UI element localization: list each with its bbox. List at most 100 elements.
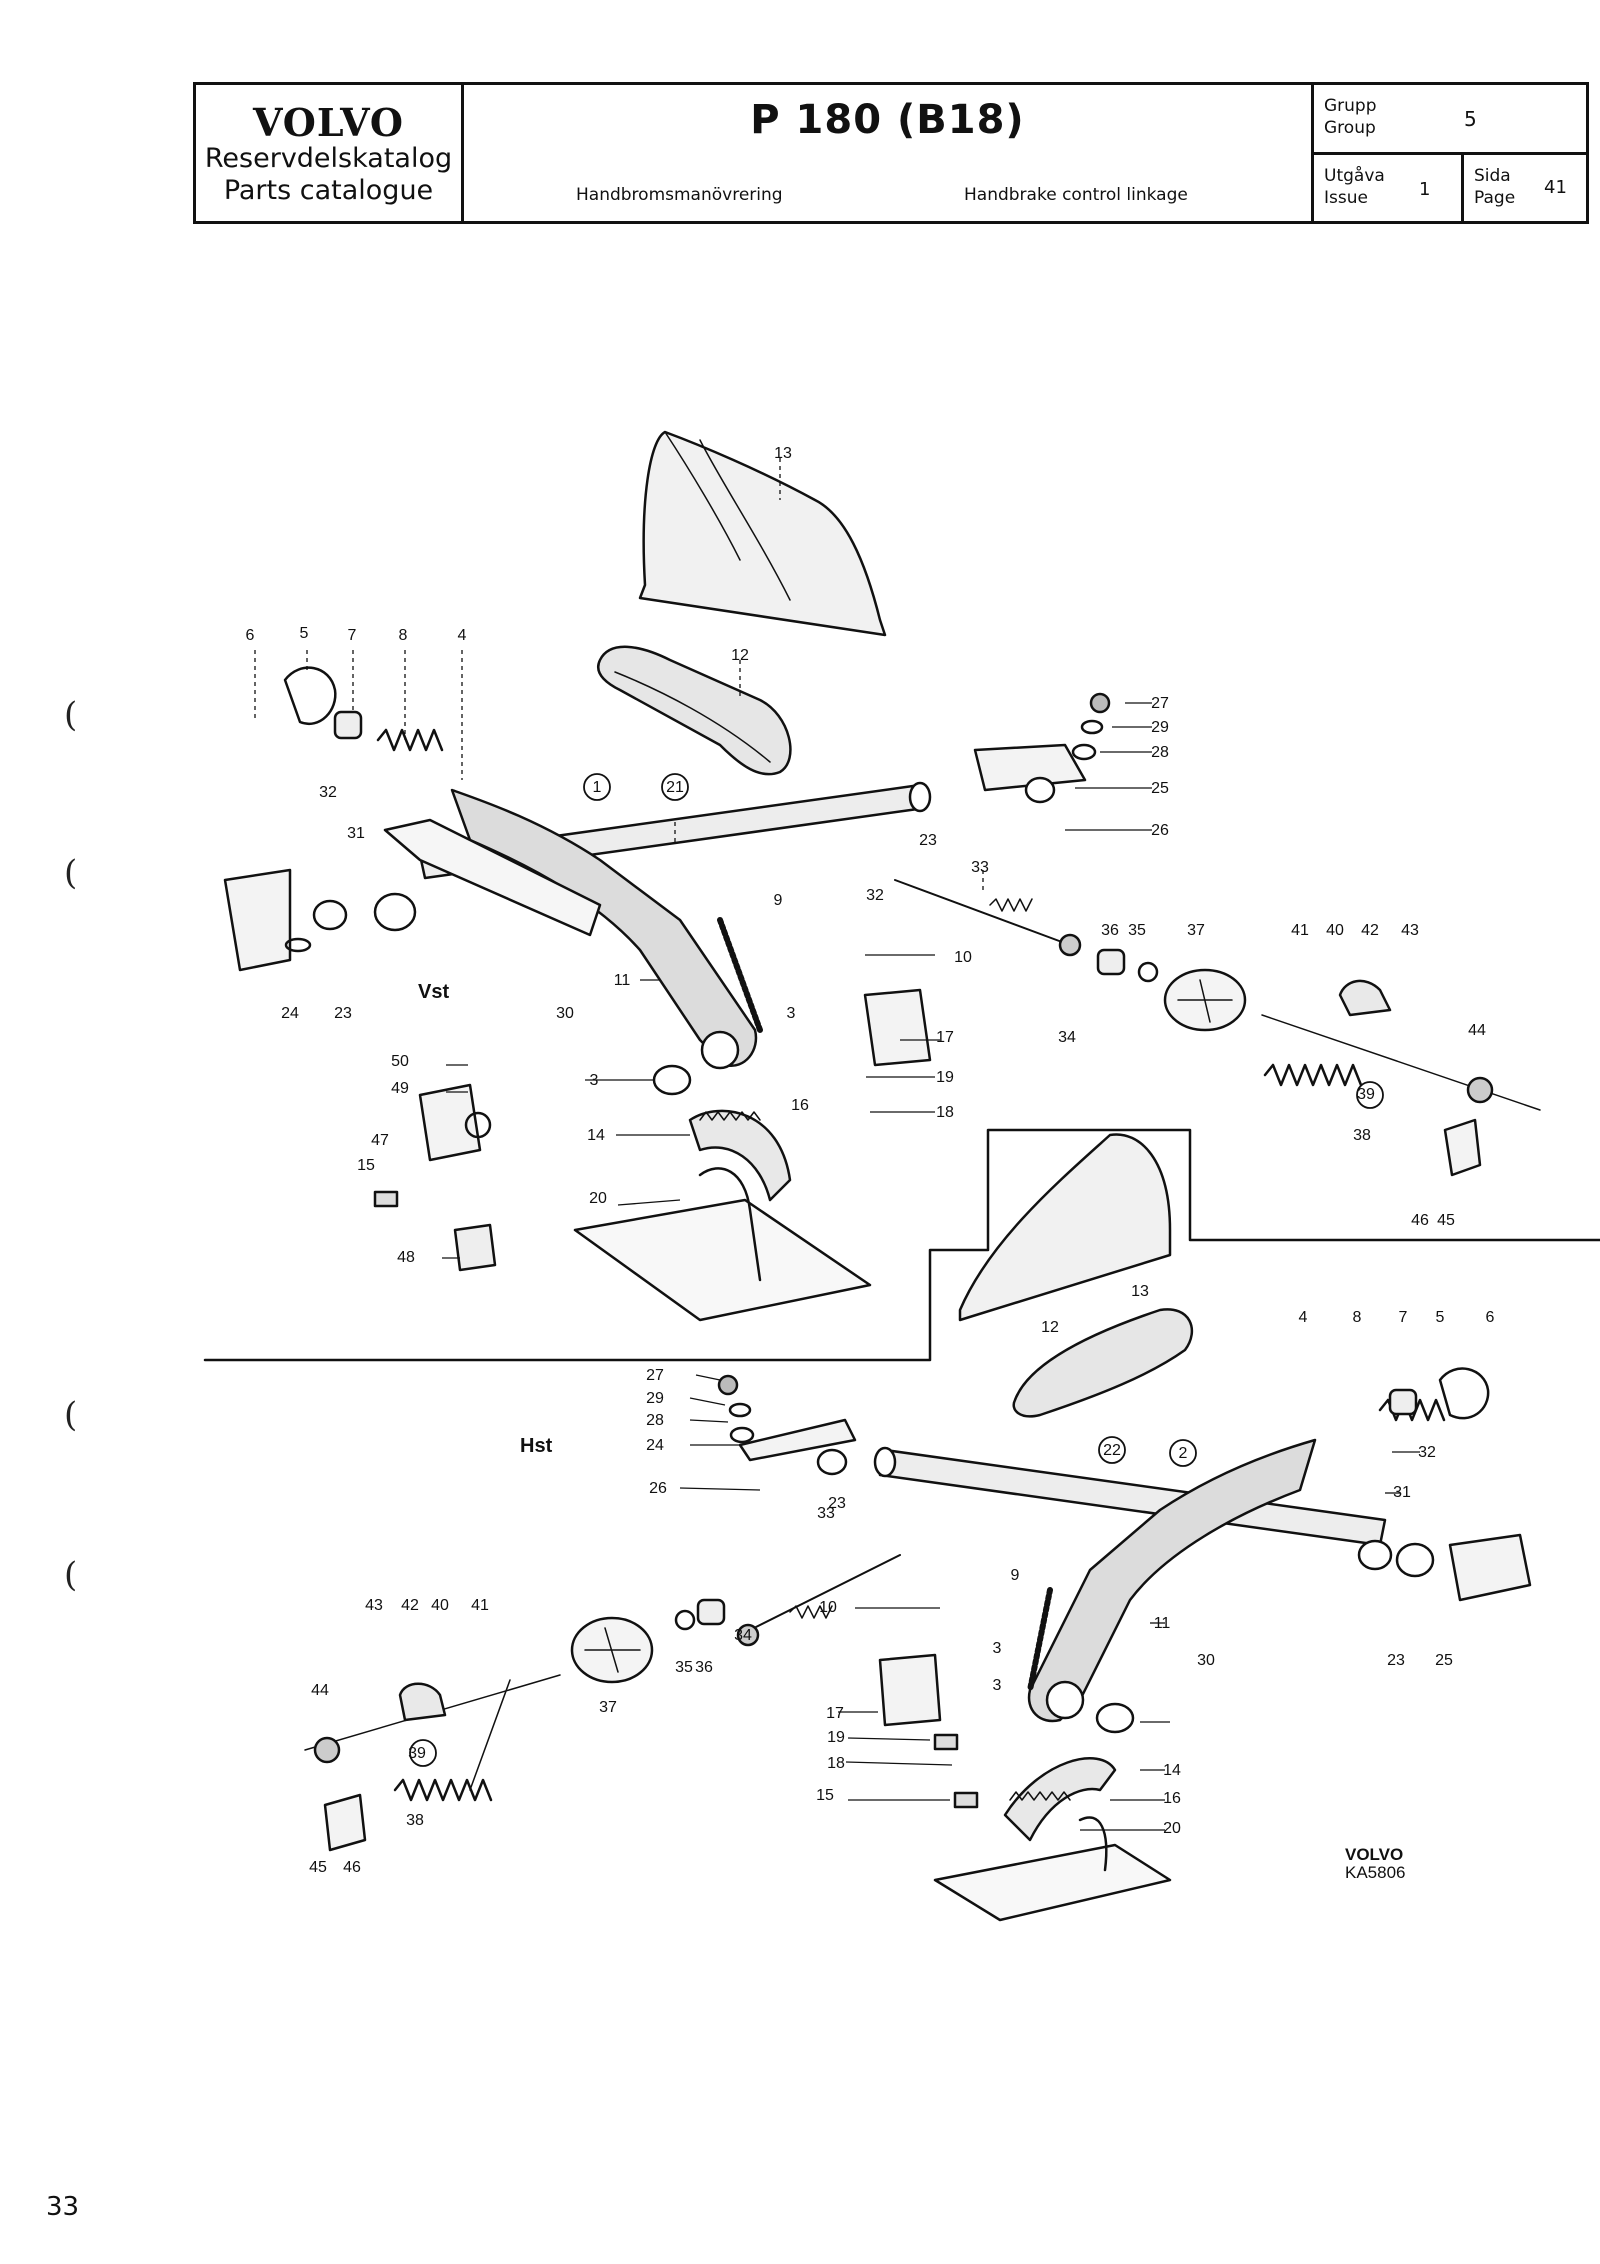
- clevis-upper: [283, 666, 337, 725]
- lower-callout: 30: [1197, 1652, 1215, 1669]
- lower-callout: 13: [1131, 1283, 1149, 1300]
- section-title-en: Handbrake control linkage: [964, 185, 1188, 205]
- catalog-header: VOLVO Reservdelskatalog Parts catalogue …: [193, 82, 1589, 224]
- lower-callout: 14: [1163, 1762, 1181, 1779]
- upper-callout: 13: [774, 445, 792, 462]
- lower-callout: 16: [1163, 1790, 1181, 1807]
- lower-callout: 23: [1387, 1652, 1405, 1669]
- lower-callout: 33: [817, 1505, 835, 1522]
- bracket-30-upper: [383, 818, 602, 937]
- upper-callout: 10: [954, 949, 972, 966]
- lower-callout: 8: [1353, 1309, 1362, 1326]
- upper-callout: 17: [936, 1029, 954, 1046]
- bracket-24-upper: [223, 868, 292, 972]
- ratchet-14-lower: [1003, 1757, 1117, 1842]
- spring-38-lower: [393, 1778, 493, 1802]
- upper-callout: 34: [1058, 1029, 1076, 1046]
- lower-callout: 24: [646, 1437, 664, 1454]
- lower-callout: 18: [827, 1755, 845, 1772]
- lower-callout: 39: [408, 1745, 426, 1762]
- upper-callout: 41: [1291, 922, 1309, 939]
- page-number: 33: [46, 2192, 80, 2222]
- lower-callout: 10: [819, 1599, 837, 1616]
- bracket-25-upper: [973, 743, 1087, 792]
- lower-callout: 15: [816, 1787, 834, 1804]
- lower-callout: 23: [828, 1495, 846, 1512]
- upper-callout: 30: [556, 1005, 574, 1022]
- upper-callout: 36: [1101, 922, 1119, 939]
- lower-callout: 2: [1179, 1445, 1188, 1462]
- upper-callout: 15: [357, 1157, 375, 1174]
- lower-callout: 42: [401, 1597, 419, 1614]
- upper-callout: 23: [919, 832, 937, 849]
- lower-callout: 3: [993, 1640, 1002, 1657]
- upper-callout: 20: [589, 1190, 607, 1207]
- section-title-sv: Handbromsmanövrering: [576, 185, 783, 205]
- bracket-25-lower: [1448, 1533, 1532, 1602]
- lower-callout: 40: [431, 1597, 449, 1614]
- lower-callout: 28: [646, 1412, 664, 1429]
- upper-callout: 32: [866, 887, 884, 904]
- upper-callout: 19: [936, 1069, 954, 1086]
- rubber-boot-upper: [638, 430, 887, 637]
- margin-mark: (: [64, 1555, 78, 1595]
- margin-mark: (: [64, 695, 78, 735]
- upper-callout: 3: [590, 1072, 599, 1089]
- lower-callout: 41: [471, 1597, 489, 1614]
- upper-callout: 14: [587, 1127, 605, 1144]
- upper-callout: 43: [1401, 922, 1419, 939]
- lower-callout: 46: [343, 1859, 361, 1876]
- spring-38-upper: [1263, 1063, 1363, 1087]
- upper-callout: 48: [397, 1249, 415, 1266]
- upper-callout: 33: [971, 859, 989, 876]
- upper-callout: 29: [1151, 719, 1169, 736]
- upper-callout: 23: [334, 1005, 352, 1022]
- spring-8-upper: [376, 728, 444, 752]
- issue-label-sv: Utgåva: [1324, 166, 1385, 186]
- upper-callout: 26: [1151, 822, 1169, 839]
- section-divider: [203, 1128, 1600, 1362]
- stamp-code: KA5806: [1345, 1863, 1406, 1882]
- group-label-en: Group: [1324, 118, 1376, 138]
- upper-callout: 47: [371, 1132, 389, 1149]
- upper-callout: 8: [399, 627, 408, 644]
- brand-subtitle-en: Parts catalogue: [223, 175, 434, 206]
- lower-callout: 31: [1393, 1484, 1411, 1501]
- lower-callout: 6: [1486, 1309, 1495, 1326]
- volvo-logo: VOLVO: [252, 100, 405, 145]
- upper-callout: 40: [1326, 922, 1344, 939]
- lever-lower: [1027, 1438, 1317, 1723]
- gaiter-lower: [1012, 1308, 1194, 1418]
- page-label-sv: Sida: [1474, 166, 1511, 186]
- lower-callout: 35: [675, 1659, 693, 1676]
- lower-callout: 7: [1399, 1309, 1408, 1326]
- upper-callout: 5: [300, 625, 309, 642]
- upper-callout: 11: [614, 972, 631, 989]
- upper-callout: 50: [391, 1053, 409, 1070]
- lower-callout: 19: [827, 1729, 845, 1746]
- lower-callout: 44: [311, 1682, 329, 1699]
- model-title: P 180 (B18): [750, 97, 1025, 143]
- upper-callout: 37: [1187, 922, 1205, 939]
- lower-callout: 3: [993, 1677, 1002, 1694]
- upper-callout: 9: [774, 892, 783, 909]
- issue-value: 1: [1419, 179, 1431, 200]
- plate-20-upper: [573, 1198, 872, 1322]
- upper-callout: 28: [1151, 744, 1169, 761]
- lower-callout: 4: [1299, 1309, 1308, 1326]
- title-cell: P 180 (B18) Handbromsmanövrering Handbra…: [464, 85, 1314, 221]
- upper-callout: 25: [1151, 780, 1169, 797]
- lower-callout: 36: [695, 1659, 713, 1676]
- lower-callout: 26: [649, 1480, 667, 1497]
- margin-mark: (: [64, 1395, 78, 1435]
- cross-shaft-lower: [878, 1448, 1387, 1547]
- upper-callout: 12: [731, 647, 749, 664]
- lower-callout: 45: [309, 1859, 327, 1876]
- issue-label-en: Issue: [1324, 188, 1368, 208]
- group-label-sv: Grupp: [1324, 96, 1377, 116]
- lower-callout: 43: [365, 1597, 383, 1614]
- page-label-en: Page: [1474, 188, 1516, 208]
